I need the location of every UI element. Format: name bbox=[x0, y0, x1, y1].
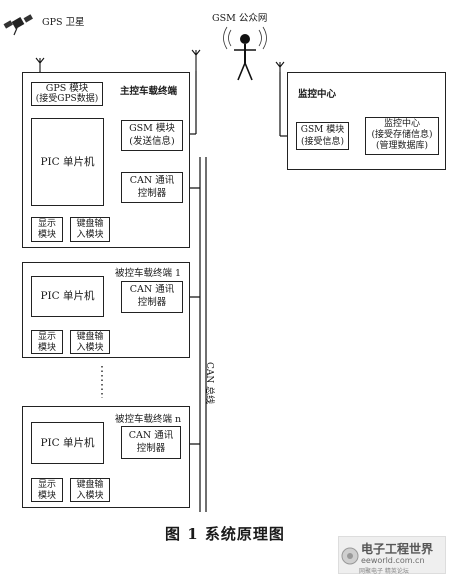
mon-center-box bbox=[365, 117, 439, 155]
can-controller-sublabel: 控制器 bbox=[137, 188, 167, 199]
pic-mcu-label: PIC 单片机 bbox=[40, 156, 95, 168]
subn-keyboard-box bbox=[70, 478, 110, 502]
keyboard-module-box bbox=[70, 217, 110, 242]
sub1-display-sublabel: 模块 bbox=[37, 343, 56, 353]
mon-gsm-label: GSM 模块 bbox=[300, 125, 345, 135]
gps-module-sublabel: (接受GPS数据) bbox=[35, 94, 99, 104]
gps-satellite-label: GPS 卫星 bbox=[42, 17, 85, 28]
subn-can-label: CAN 通讯 bbox=[128, 430, 174, 441]
pic-mcu-box bbox=[31, 118, 104, 206]
gsm-network-icon bbox=[223, 26, 267, 81]
sub1-can-box bbox=[121, 281, 183, 313]
subn-display-label: 显示 bbox=[37, 480, 56, 490]
monitor-center-title: 监控中心 bbox=[298, 89, 337, 100]
subn-pic-label: PIC 单片机 bbox=[40, 437, 95, 449]
subn-display-box bbox=[31, 478, 63, 502]
sub1-pic-box bbox=[31, 276, 104, 317]
sub1-display-box bbox=[31, 330, 63, 354]
subn-keyboard-label: 键盘输 bbox=[76, 480, 104, 490]
gps-module-box bbox=[31, 82, 103, 106]
watermark: 电子工程世界 eeworld.com.cn 网聚电子 精英论坛 bbox=[338, 536, 446, 575]
gsm-module-box bbox=[121, 120, 183, 151]
sub1-keyboard-label: 键盘输 bbox=[76, 332, 104, 342]
keyboard-module-label: 键盘输 bbox=[76, 219, 104, 229]
display-module-label: 显示 bbox=[37, 219, 56, 229]
brand-logo-icon bbox=[341, 547, 359, 565]
sub1-keyboard-box bbox=[70, 330, 110, 354]
subn-display-sublabel: 模块 bbox=[37, 491, 56, 501]
subn-pic-box bbox=[31, 422, 104, 464]
figure-caption: 图 1 系统原理图 bbox=[165, 525, 285, 543]
gsm-module-label: GSM 模块 bbox=[129, 123, 175, 134]
sub1-keyboard-sublabel: 入模块 bbox=[76, 343, 104, 353]
antenna-icon bbox=[35, 49, 285, 72]
main-terminal-title: 主控车载终端 bbox=[120, 86, 178, 97]
subn-can-box bbox=[121, 426, 181, 459]
can-controller-label: CAN 通讯 bbox=[129, 175, 175, 186]
gsm-network-label: GSM 公众网 bbox=[212, 13, 268, 24]
sub1-pic-label: PIC 单片机 bbox=[40, 290, 95, 302]
watermark-site: eeworld.com.cn bbox=[361, 556, 425, 565]
sub-terminal-1-title: 被控车载终端 1 bbox=[115, 268, 182, 279]
sub-terminal-n-title: 被控车载终端 n bbox=[115, 414, 182, 425]
display-module-box bbox=[31, 217, 63, 242]
satellite-icon bbox=[3, 14, 33, 36]
gps-module-label: GPS 模块 bbox=[45, 83, 89, 94]
subn-keyboard-sublabel: 入模块 bbox=[76, 491, 104, 501]
display-module-sublabel: 模块 bbox=[37, 230, 56, 240]
watermark-brand: 电子工程世界 bbox=[361, 542, 434, 556]
mon-center-sublabel-1: (接受存储信息) bbox=[371, 130, 433, 140]
can-controller-box bbox=[121, 172, 183, 203]
mon-gsm-sublabel: (接受信息) bbox=[300, 137, 345, 147]
sub1-display-label: 显示 bbox=[37, 332, 56, 342]
watermark-tagline: 网聚电子 精英论坛 bbox=[359, 568, 409, 575]
subn-can-sublabel: 控制器 bbox=[136, 443, 166, 454]
gsm-module-sublabel: (发送信息) bbox=[129, 136, 175, 147]
sub1-can-label: CAN 通讯 bbox=[129, 284, 175, 295]
sub1-can-sublabel: 控制器 bbox=[137, 297, 167, 308]
mon-center-label: 监控中心 bbox=[383, 119, 420, 129]
mon-center-sublabel-2: (管理数据库) bbox=[375, 141, 429, 151]
mon-gsm-box bbox=[296, 122, 349, 150]
can-bus-label: CAN 总线 bbox=[204, 362, 214, 405]
keyboard-module-sublabel: 入模块 bbox=[76, 230, 104, 240]
